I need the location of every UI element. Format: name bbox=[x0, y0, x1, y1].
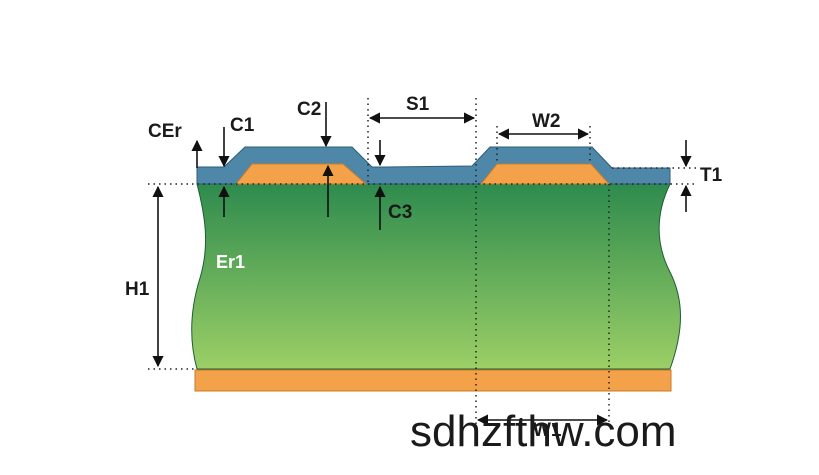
label-c1: C1 bbox=[230, 115, 255, 136]
dimension-arrows bbox=[152, 102, 692, 426]
dielectric-substrate bbox=[191, 183, 681, 370]
label-w1: W1 bbox=[533, 420, 562, 441]
label-s1: S1 bbox=[406, 94, 430, 115]
label-c3: C3 bbox=[388, 202, 412, 223]
label-cer: CEr bbox=[148, 121, 182, 142]
label-h1: H1 bbox=[125, 279, 150, 300]
trace-left bbox=[234, 163, 368, 185]
watermark-text: sdhzfthw.com bbox=[410, 407, 677, 456]
label-w2: W2 bbox=[532, 111, 561, 132]
label-er1: Er1 bbox=[216, 252, 245, 272]
reference-plane bbox=[194, 369, 672, 392]
guide-lines bbox=[148, 98, 697, 425]
label-c2: C2 bbox=[297, 99, 321, 120]
label-t1: T1 bbox=[700, 165, 723, 186]
trace-right bbox=[479, 163, 611, 185]
